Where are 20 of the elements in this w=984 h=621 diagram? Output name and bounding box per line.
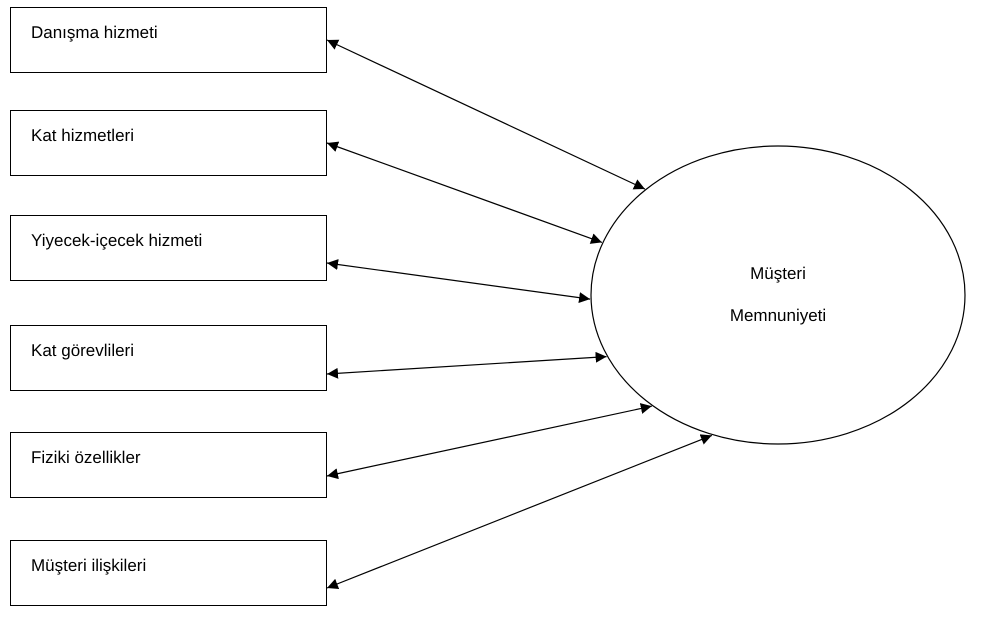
- ellipse-node: [590, 145, 966, 445]
- box-label: Kat hizmetleri: [31, 125, 135, 147]
- process-box: [10, 325, 327, 391]
- double-arrow: [326, 403, 652, 480]
- process-box: [10, 540, 327, 606]
- box-label: Yiyecek-içecek hizmeti: [31, 230, 204, 252]
- process-box: [10, 7, 327, 73]
- ellipse-label: Müşteri Memnuniyeti: [728, 263, 828, 327]
- double-arrow: [326, 352, 607, 379]
- box-label: Müşteri ilişkileri: [31, 555, 148, 577]
- double-arrow: [326, 259, 590, 304]
- box-label: Danışma hizmeti: [31, 22, 159, 44]
- double-arrow: [326, 39, 646, 190]
- process-box: [10, 215, 327, 281]
- process-box: [10, 432, 327, 498]
- double-arrow: [326, 434, 712, 590]
- box-label: Kat görevlileri: [31, 340, 135, 362]
- process-box: [10, 110, 327, 176]
- double-arrow: [326, 142, 602, 244]
- box-label: Fiziki özellikler: [31, 447, 142, 469]
